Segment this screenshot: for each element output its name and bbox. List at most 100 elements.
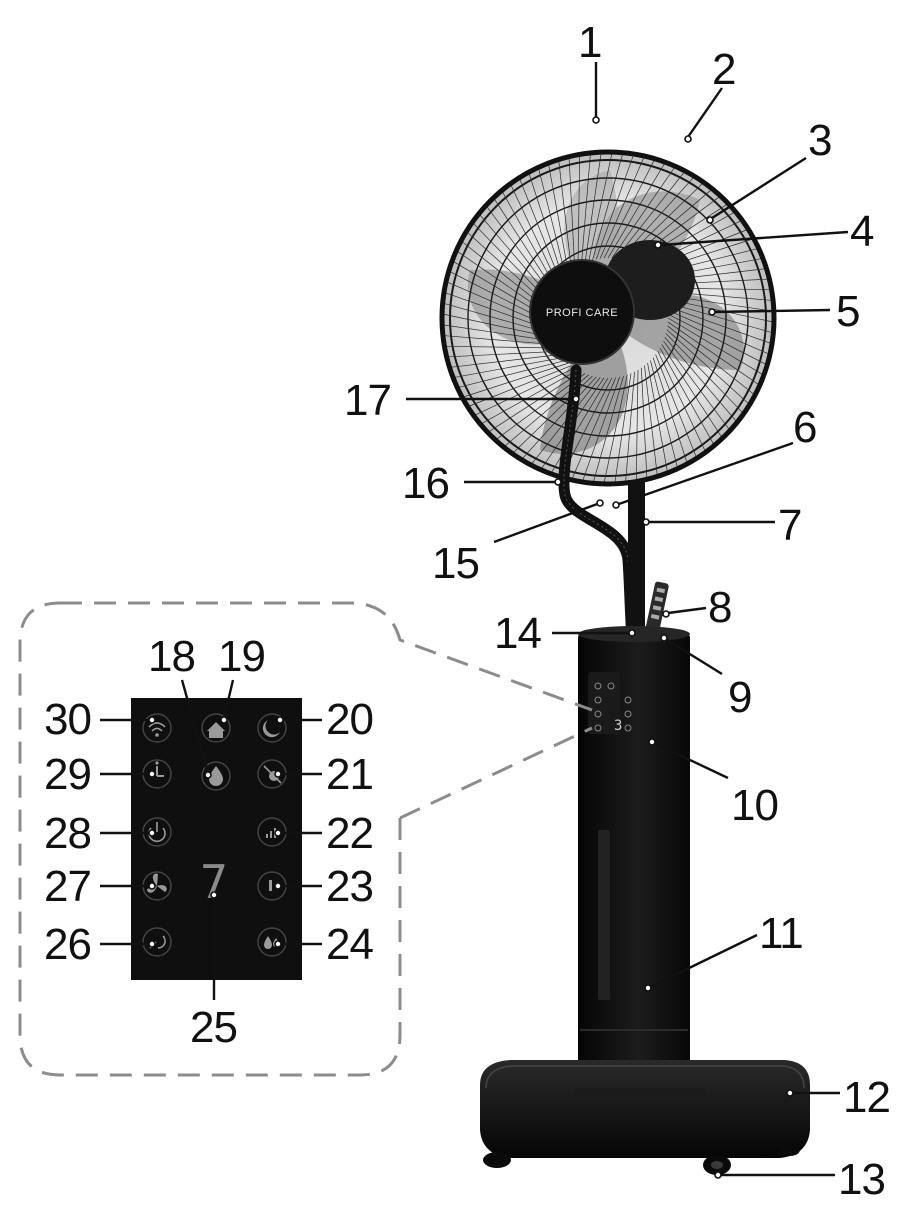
guard-spoke	[644, 365, 658, 475]
guard-spoke	[489, 371, 582, 432]
callout-6: 6	[793, 403, 816, 452]
stand-pole	[628, 480, 645, 640]
guard-spoke	[599, 157, 644, 259]
base	[480, 1060, 810, 1175]
guard-outer-ring	[439, 149, 777, 487]
home-icon	[201, 713, 231, 743]
guard-spoke	[652, 357, 688, 462]
callout-9: 9	[728, 673, 751, 722]
guard-spoke	[655, 354, 697, 457]
moon-icon	[257, 713, 287, 743]
guard-spoke	[572, 377, 617, 479]
callout-18: 18	[148, 632, 195, 681]
fan-head: PROFI CARE	[439, 149, 777, 487]
callout-28: 28	[44, 809, 91, 858]
callout-11: 11	[759, 909, 803, 958]
guard-spoke	[615, 172, 685, 259]
remote-control	[645, 581, 669, 635]
guard-spoke	[665, 333, 743, 413]
center-cap	[529, 259, 635, 365]
callout-19: 19	[218, 632, 265, 681]
callout-8: 8	[708, 583, 731, 632]
callout-3: 3	[808, 116, 831, 165]
guard-spoke	[548, 165, 569, 273]
wifi-icon	[142, 713, 172, 743]
guard-spoke	[650, 360, 678, 467]
callout-27: 27	[44, 862, 91, 911]
guard-spoke	[592, 154, 623, 261]
leader-lines	[100, 62, 849, 1177]
guard-spoke	[614, 373, 632, 482]
callout-15: 15	[432, 539, 479, 588]
zoom-callout-frame	[18, 601, 593, 1077]
callout-21: 21	[326, 750, 373, 799]
guard-spoke	[603, 374, 628, 483]
guard-spoke	[538, 169, 566, 276]
callout-30: 30	[44, 695, 91, 744]
guard-spoke	[663, 340, 730, 430]
callout-22: 22	[326, 809, 373, 858]
guard-spoke	[666, 329, 749, 404]
guard-spoke	[665, 302, 772, 333]
guard-spoke	[455, 357, 563, 378]
guard-spoke	[558, 161, 572, 271]
callout-numbers: 1 2 3 4 5 6 7 8 9 10 11 12 13 14 15 16 1…	[44, 18, 891, 1204]
guard-spoke	[667, 313, 766, 365]
guard-spoke	[659, 347, 714, 444]
guard-spoke	[661, 344, 722, 437]
guard-spoke	[667, 325, 754, 395]
guard-spoke	[444, 324, 553, 342]
callout-17: 17	[344, 376, 391, 425]
brand-logo: PROFI CARE	[546, 307, 618, 319]
guard-spoke	[647, 363, 668, 471]
guard-spoke	[664, 337, 737, 421]
guard-spoke	[667, 309, 769, 354]
callout-20: 20	[326, 695, 373, 744]
guard-spoke	[577, 156, 581, 267]
enlarged-control-panel: 7	[131, 698, 302, 980]
guard-spoke	[464, 362, 569, 398]
guard-spoke	[635, 369, 639, 480]
guard-spoke	[603, 160, 655, 259]
callout-23: 23	[326, 862, 373, 911]
guard-spoke	[581, 154, 591, 265]
callout-13: 13	[838, 1155, 885, 1204]
guard-spoke	[568, 158, 576, 269]
water-level-window	[598, 830, 610, 1000]
callout-24: 24	[326, 920, 373, 969]
callout-26: 26	[44, 920, 91, 969]
guard-spoke	[528, 174, 564, 279]
body-control-panel	[588, 672, 620, 734]
callout-7: 7	[778, 501, 801, 550]
guard-spoke	[522, 376, 597, 459]
callout-10: 10	[731, 781, 778, 830]
callout-14: 14	[494, 609, 541, 658]
guard-spoke	[482, 369, 579, 424]
guard-spoke	[584, 154, 602, 263]
guard-spoke	[666, 305, 771, 344]
guard-ring	[489, 199, 727, 437]
guard-spoke	[444, 335, 555, 345]
guard-spoke	[582, 376, 621, 481]
guard-spoke	[443, 313, 552, 338]
callout-25: 25	[190, 1003, 237, 1052]
mist-tube-ribs	[563, 369, 633, 641]
guard-ring	[467, 177, 749, 459]
guard-spoke	[593, 375, 624, 482]
callout-4: 4	[850, 207, 874, 256]
leader-dots	[148, 116, 794, 1179]
guard-spoke	[607, 163, 665, 259]
guard-spoke	[475, 367, 575, 416]
guard-spoke	[502, 192, 557, 289]
guard-spoke	[611, 167, 675, 259]
guard-spoke	[667, 321, 759, 385]
water-tank-tower: 3	[578, 626, 690, 1132]
guard-spoke	[510, 185, 559, 285]
guard-spoke	[640, 367, 648, 478]
guard-spoke	[459, 360, 566, 388]
water-drop-icon	[201, 761, 231, 791]
guard-spoke	[667, 317, 763, 375]
guard-spoke	[519, 179, 561, 282]
guard-ring	[512, 222, 704, 414]
